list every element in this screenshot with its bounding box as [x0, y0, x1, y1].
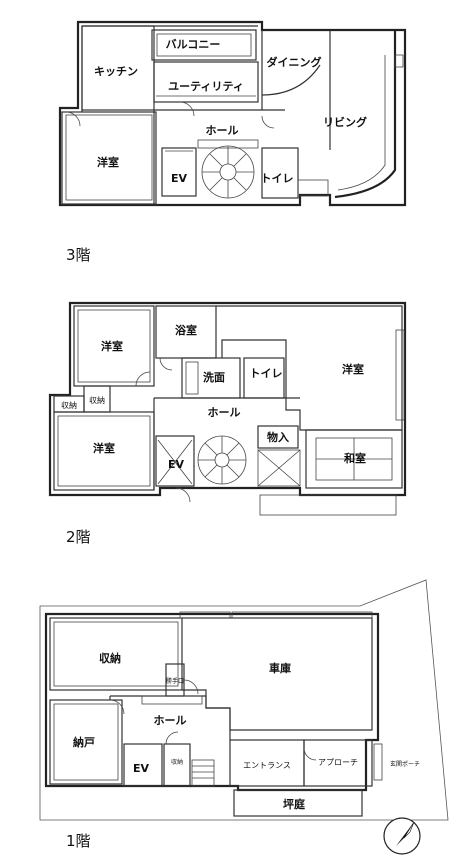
room-2f-hall: ホール [208, 406, 241, 419]
room-1f-storage-small: 収納 [171, 758, 183, 766]
floor-label-3f: 3階 [66, 246, 91, 264]
room-3f-living: リビング [323, 115, 367, 129]
room-1f-storage: 収納 [99, 651, 121, 665]
room-1f-hall: ホール [154, 714, 187, 727]
room-1f-garden: 坪庭 [283, 797, 305, 811]
room-1f-garage: 車庫 [269, 661, 291, 675]
floor-label-1f: 1階 [66, 832, 91, 850]
room-1f-closet-room: 納戸 [73, 735, 95, 749]
room-3f-kitchen: キッチン [94, 65, 138, 78]
north-arrow-icon [383, 817, 421, 855]
room-1f-entrance: エントランス [243, 761, 291, 770]
room-1f-ev: EV [133, 762, 150, 775]
room-3f-balcony: バルコニー [166, 38, 221, 51]
room-2f-wash: 洗面 [203, 370, 225, 384]
room-3f-ev: EV [171, 172, 188, 185]
room-2f-ev: EV [168, 458, 185, 471]
room-1f-porch: 玄関ポーチ [390, 760, 420, 768]
floor-plan-3f [58, 20, 407, 207]
room-3f-utility: ユーティリティ [168, 80, 244, 93]
room-2f-toilet: トイレ [250, 367, 283, 380]
room-1f-approach: アプローチ [318, 758, 358, 767]
room-2f-closet: 収納 [89, 395, 105, 405]
floor-label-2f: 2階 [66, 528, 91, 546]
room-1f-service-door: 勝手口 [166, 677, 184, 685]
room-3f-dining: ダイニング [267, 55, 322, 69]
room-3f-western: 洋室 [97, 155, 119, 169]
room-2f-western-bottom: 洋室 [93, 441, 115, 455]
room-2f-western-top: 洋室 [101, 339, 123, 353]
room-3f-toilet: トイレ [261, 172, 294, 185]
floor-plan-2f [48, 301, 407, 516]
room-2f-japanese: 和室 [344, 451, 366, 465]
room-2f-storage: 収納 [61, 400, 77, 410]
room-3f-hall: ホール [206, 124, 239, 137]
floor-plan-1f [39, 579, 449, 821]
room-2f-bath: 浴室 [175, 323, 197, 337]
room-2f-western-right: 洋室 [342, 362, 364, 376]
room-2f-storeroom: 物入 [267, 430, 289, 444]
